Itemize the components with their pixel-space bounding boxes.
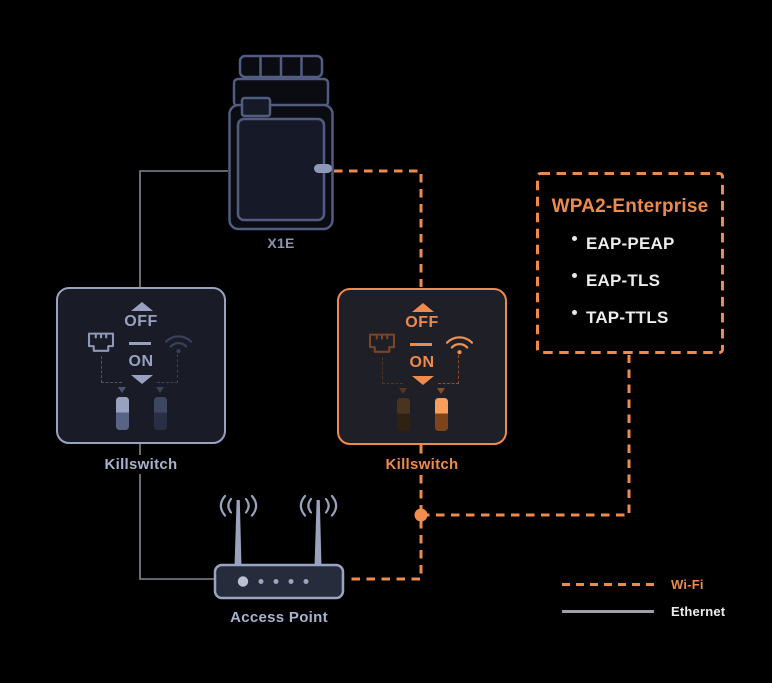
switch-divider bbox=[410, 343, 432, 346]
list-item: TAP-TTLS bbox=[572, 308, 675, 328]
legend-row-ethernet: Ethernet bbox=[562, 598, 725, 625]
access-point-label: Access Point bbox=[222, 608, 336, 627]
ethernet-line-swatch bbox=[562, 610, 654, 613]
bullet-icon bbox=[572, 236, 577, 241]
killswitch-wifi-label: Killswitch bbox=[377, 455, 467, 474]
connector-arrow-icon bbox=[156, 387, 164, 393]
off-label: OFF bbox=[405, 314, 439, 331]
killswitch-wifi-node: OFF ON bbox=[337, 288, 507, 445]
ethernet-port-icon bbox=[87, 332, 115, 352]
killswitch-ethernet-node: OFF ON bbox=[56, 287, 226, 444]
connector-dashed-ethernet bbox=[101, 356, 122, 383]
x1e-label: X1E bbox=[259, 234, 303, 252]
arrow-up-icon bbox=[131, 302, 153, 311]
access-point-node bbox=[205, 493, 355, 610]
signal-arcs-icon bbox=[219, 494, 338, 517]
arrow-down-icon bbox=[131, 375, 153, 384]
wifi-line-swatch bbox=[562, 583, 654, 586]
x1e-device-node bbox=[228, 54, 334, 237]
on-label: ON bbox=[409, 354, 435, 371]
wifi-wire-accesspoint bbox=[345, 445, 423, 581]
protocol-label: EAP-PEAP bbox=[586, 234, 675, 253]
list-item: EAP-TLS bbox=[572, 271, 675, 291]
ethernet-wire-accesspoint bbox=[139, 443, 216, 580]
connector-dashed-wifi bbox=[438, 355, 459, 384]
arrow-up-icon bbox=[412, 303, 434, 312]
toggle-ethernet bbox=[397, 398, 410, 431]
connector-dashed-wifi bbox=[157, 354, 178, 383]
connector-arrow-icon bbox=[437, 388, 445, 394]
on-label: ON bbox=[128, 353, 154, 370]
legend-wifi-label: Wi-Fi bbox=[671, 577, 704, 592]
legend-ethernet-label: Ethernet bbox=[671, 604, 726, 619]
legend: Wi-Fi Ethernet bbox=[562, 571, 725, 625]
junction-dot bbox=[414, 508, 428, 522]
list-item: EAP-PEAP bbox=[572, 234, 675, 254]
wifi-icon bbox=[164, 335, 193, 354]
bullet-icon bbox=[572, 273, 577, 278]
x1e-port-pill bbox=[314, 164, 332, 173]
wpa2-enterprise-box: WPA2-Enterprise EAP-PEAP EAP-TLS TAP-TTL… bbox=[536, 172, 724, 354]
access-point-icon bbox=[213, 494, 345, 600]
killswitch-ethernet-label: Killswitch bbox=[96, 455, 186, 474]
wifi-icon bbox=[445, 336, 474, 355]
connector-dashed-ethernet bbox=[382, 357, 403, 384]
toggle-ethernet bbox=[116, 397, 129, 430]
toggle-wifi bbox=[154, 397, 167, 430]
protocol-label: EAP-TLS bbox=[586, 271, 661, 290]
wifi-wire-x1e bbox=[334, 169, 423, 287]
bullet-icon bbox=[572, 310, 577, 315]
router-led-dots bbox=[237, 576, 309, 587]
toggle-wifi bbox=[435, 398, 448, 431]
dashed-border bbox=[536, 172, 724, 354]
legend-row-wifi: Wi-Fi bbox=[562, 571, 725, 598]
off-label: OFF bbox=[124, 313, 158, 330]
wpa2-protocol-list: EAP-PEAP EAP-TLS TAP-TTLS bbox=[572, 234, 675, 345]
connector-arrow-icon bbox=[399, 388, 407, 394]
connector-arrow-icon bbox=[118, 387, 126, 393]
ethernet-wire-x1e bbox=[139, 170, 228, 287]
x1e-device-icon bbox=[228, 54, 334, 231]
arrow-down-icon bbox=[412, 376, 434, 385]
protocol-label: TAP-TTLS bbox=[586, 308, 669, 327]
ethernet-port-icon bbox=[368, 333, 396, 353]
antenna-icon bbox=[234, 500, 322, 567]
switch-divider bbox=[129, 342, 151, 345]
wpa2-title: WPA2-Enterprise bbox=[551, 196, 709, 217]
